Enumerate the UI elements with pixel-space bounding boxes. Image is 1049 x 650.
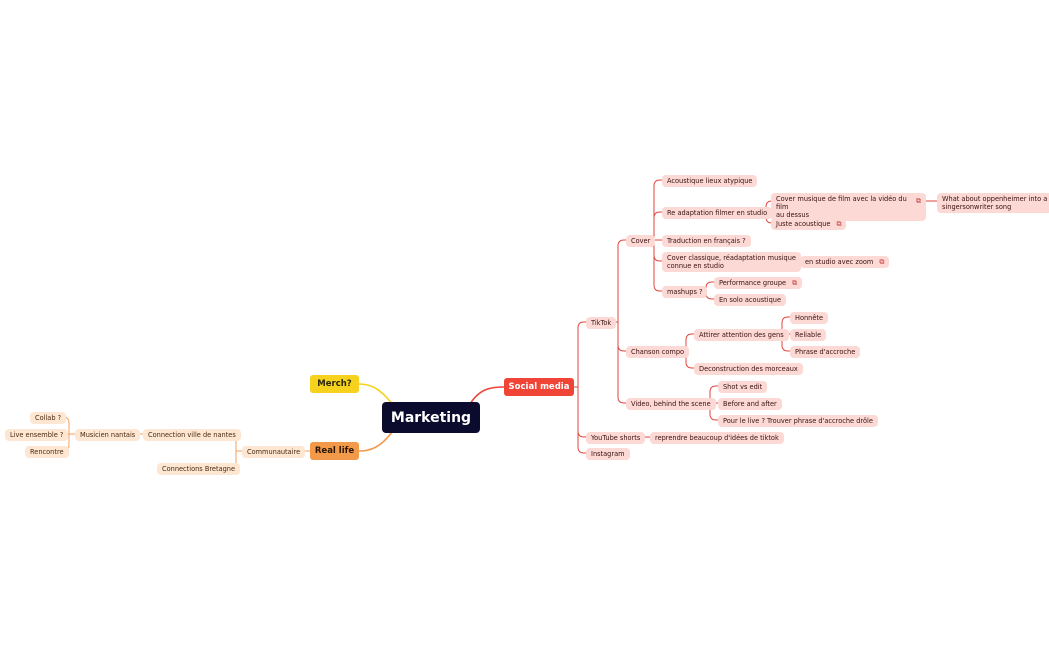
node-video-behind[interactable]: Video, behind the scene [626, 398, 716, 410]
node-shot-vs-edit[interactable]: Shot vs edit [718, 381, 768, 393]
node-youtube-shorts[interactable]: YouTube shorts [586, 432, 646, 444]
node-reliable[interactable]: Reliable [790, 329, 827, 341]
cover-film-line-2: au dessus [776, 211, 810, 219]
edge-merch [358, 383, 393, 405]
node-musicien-nantais[interactable]: Musicien nantais [75, 429, 141, 441]
node-readaptation[interactable]: Re adaptation filmer en studio [662, 207, 773, 219]
cover-classique-line-2: connue en studio [667, 262, 724, 270]
oppenheimer-line-1: What about oppenheimer into a [942, 195, 1048, 203]
external-link-icon[interactable]: ⧉ [836, 220, 842, 228]
external-link-icon[interactable]: ⧉ [792, 279, 798, 287]
node-cover-film[interactable]: Cover musique de film avec la vidéo du f… [771, 193, 926, 221]
node-studio-zoom[interactable]: en studio avec zoom ⧉ [800, 256, 890, 268]
node-traduction[interactable]: Traduction en français ? [662, 235, 751, 247]
node-cover-classique[interactable]: Cover classique, réadaptation musique co… [662, 252, 801, 272]
external-link-icon[interactable]: ⧉ [879, 258, 885, 266]
node-phrase-accroche[interactable]: Phrase d'accroche [790, 346, 861, 358]
topic-social-media[interactable]: Social media [504, 378, 574, 396]
oppenheimer-line-2: singersonwriter song [942, 203, 1012, 211]
node-live-ensemble[interactable]: Live ensemble ? [5, 429, 69, 441]
node-performance-groupe[interactable]: Performance groupe ⧉ [714, 277, 803, 289]
node-collab[interactable]: Collab ? [30, 412, 67, 424]
edge-social [469, 386, 505, 405]
node-rencontre[interactable]: Rencontre [25, 446, 69, 458]
node-reprendre[interactable]: reprendre beaucoup d'idées de tiktok [650, 432, 784, 444]
studio-zoom-label: en studio avec zoom [805, 258, 874, 266]
node-pour-le-live[interactable]: Pour le live ? Trouver phrase d'accroche… [718, 415, 878, 427]
node-before-after[interactable]: Before and after [718, 398, 782, 410]
edge-real [358, 431, 393, 452]
central-topic-marketing[interactable]: Marketing [382, 402, 480, 433]
juste-acoustique-label: Juste acoustique [776, 220, 831, 228]
node-deconstruction[interactable]: Deconstruction des morceaux [694, 363, 803, 375]
node-juste-acoustique[interactable]: Juste acoustique ⧉ [771, 218, 847, 230]
cover-classique-line-1: Cover classique, réadaptation musique [667, 254, 796, 262]
node-honnete[interactable]: Honnête [790, 312, 829, 324]
node-chanson-compo[interactable]: Chanson compo [626, 346, 690, 358]
node-attirer[interactable]: Attirer attention des gens [694, 329, 789, 341]
node-connection-nantes[interactable]: Connection ville de nantes [143, 429, 241, 441]
node-oppenheimer[interactable]: What about oppenheimer into a singersonw… [937, 193, 1049, 213]
node-acoustique[interactable]: Acoustique lieux atypique [662, 175, 758, 187]
node-cover[interactable]: Cover [626, 235, 656, 247]
node-instagram[interactable]: Instagram [586, 448, 630, 460]
external-link-icon[interactable]: ⧉ [916, 197, 921, 205]
cover-film-line-1: Cover musique de film avec la vidéo du f… [776, 195, 907, 211]
node-solo-acoustique[interactable]: En solo acoustique [714, 294, 787, 306]
topic-merch[interactable]: Merch? [310, 375, 359, 393]
performance-groupe-label: Performance groupe [719, 279, 787, 287]
node-communautaire[interactable]: Communautaire [242, 446, 306, 458]
node-connections-bretagne[interactable]: Connections Bretagne [157, 463, 241, 475]
topic-real-life[interactable]: Real life [310, 442, 359, 460]
node-tiktok[interactable]: TikTok [586, 317, 617, 329]
node-mashups[interactable]: mashups ? [662, 286, 708, 298]
